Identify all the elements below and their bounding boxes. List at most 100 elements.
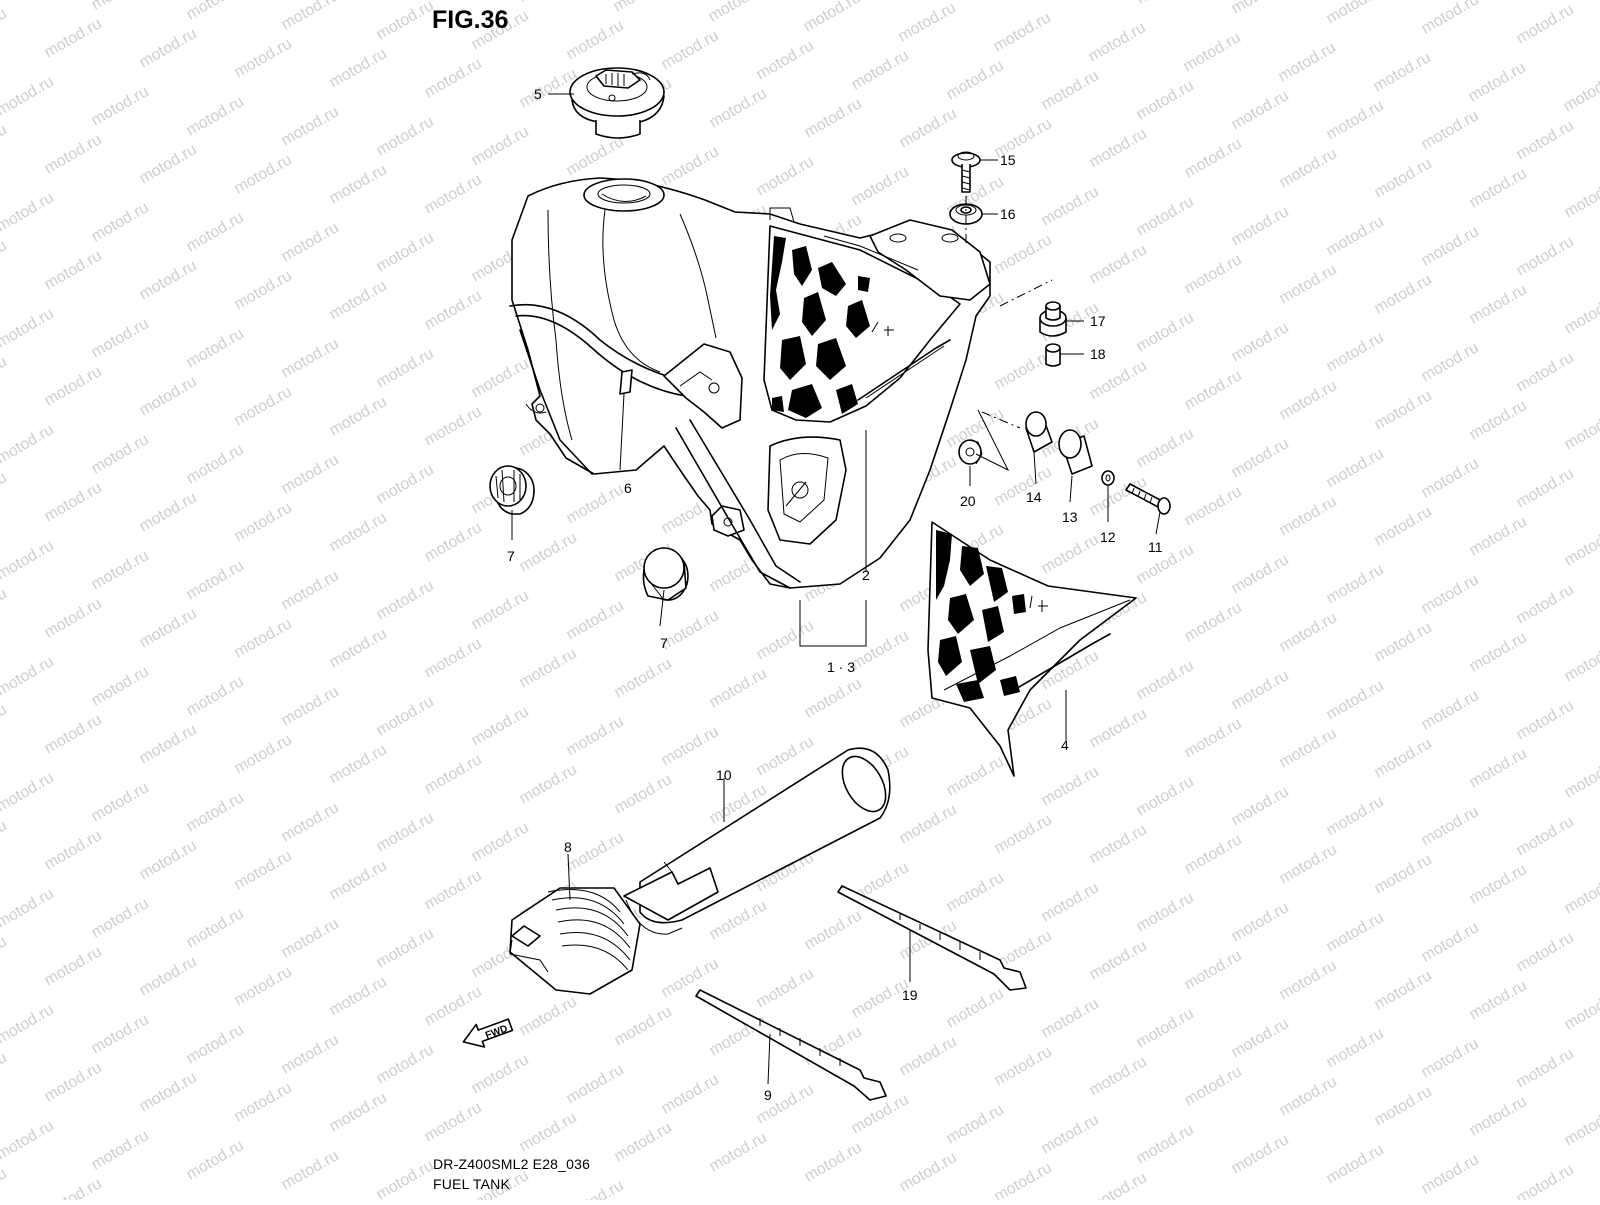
watermark-text: motod.ru — [1087, 1169, 1150, 1200]
watermark-text: motod.ru — [89, 0, 152, 13]
watermark-text: motod.ru — [612, 771, 675, 817]
watermark-text: motod.ru — [1562, 175, 1600, 221]
watermark-text: motod.ru — [374, 1157, 437, 1200]
watermark-text: motod.ru — [327, 741, 390, 787]
watermark-text: motod.ru — [992, 231, 1055, 277]
watermark-text: motod.ru — [1514, 349, 1577, 395]
watermark-text: motod.ru — [89, 199, 152, 245]
watermark-text: motod.ru — [327, 277, 390, 323]
watermark-text: motod.ru — [0, 701, 10, 747]
watermark-text: motod.ru — [327, 509, 390, 555]
watermark-text: motod.ru — [279, 451, 342, 497]
watermark-text: motod.ru — [1134, 0, 1197, 7]
watermark-text: motod.ru — [564, 133, 627, 179]
watermark-text: motod.ru — [944, 985, 1007, 1031]
watermark-text: motod.ru — [0, 1165, 10, 1200]
watermark-text: motod.ru — [1562, 639, 1600, 685]
watermark-text: motod.ru — [327, 857, 390, 903]
watermark-text: motod.ru — [0, 421, 57, 467]
watermark-text: motod.ru — [0, 1049, 10, 1095]
watermark-text: motod.ru — [1134, 1121, 1197, 1167]
watermark-text: motod.ru — [802, 907, 865, 953]
watermark-text: motod.ru — [422, 403, 485, 449]
watermark-text: motod.ru — [42, 247, 105, 293]
watermark-text: motod.ru — [1419, 1035, 1482, 1081]
watermark-text: motod.ru — [1134, 773, 1197, 819]
watermark-text: motod.ru — [944, 869, 1007, 915]
watermark-text: motod.ru — [991, 9, 1054, 55]
watermark-text: motod.ru — [1419, 919, 1482, 965]
watermark-text: motod.ru — [1229, 667, 1292, 713]
watermark-text: motod.ru — [89, 779, 152, 825]
watermark-text: motod.ru — [1134, 309, 1197, 355]
watermark-text: motod.ru — [374, 461, 437, 507]
watermark-text: motod.ru — [42, 15, 105, 61]
watermark-text: motod.ru — [184, 0, 247, 23]
watermark-text: motod.ru — [279, 1147, 342, 1193]
watermark-text: motod.ru — [992, 1159, 1055, 1200]
watermark-text: motod.ru — [1419, 223, 1482, 269]
watermark-text: motod.ru — [1372, 735, 1435, 781]
watermark-text: motod.ru — [1562, 291, 1600, 337]
watermark-text: motod.ru — [1419, 107, 1482, 153]
watermark-text: motod.ru — [612, 1003, 675, 1049]
watermark-text: motod.ru — [374, 577, 437, 623]
callout-6: 6 — [624, 480, 632, 496]
watermark-text: motod.ru — [707, 897, 770, 943]
watermark-text: motod.ru — [897, 105, 960, 151]
part-collar-18 — [1046, 344, 1060, 366]
watermark-text: motod.ru — [184, 557, 247, 603]
watermark-text: motod.ru — [754, 37, 817, 83]
watermark-text: motod.ru — [1562, 523, 1600, 569]
watermark-text: motod.ru — [1419, 0, 1482, 37]
watermark-text: motod.ru — [0, 237, 10, 283]
watermark-text: motod.ru — [0, 817, 10, 863]
watermark-text: motod.ru — [374, 229, 437, 275]
callout-16: 16 — [1000, 206, 1016, 222]
watermark-text: motod.ru — [1134, 1005, 1197, 1051]
watermark-text: motod.ru — [944, 1101, 1007, 1147]
part-cushion-20 — [959, 440, 982, 464]
watermark-text: motod.ru — [1514, 1, 1577, 47]
watermark-text: motod.ru — [42, 131, 105, 177]
part-cushion-17 — [1040, 302, 1066, 336]
watermark-text: motod.ru — [897, 1149, 960, 1195]
callout-11: 11 — [1148, 539, 1163, 555]
watermark-text: motod.ru — [279, 799, 342, 845]
watermark-text: motod.ru — [1229, 899, 1292, 945]
callout-5: 5 — [534, 86, 542, 102]
watermark-text: motod.ru — [42, 943, 105, 989]
watermark-text: motod.ru — [1229, 1131, 1292, 1177]
watermark-text: motod.ru — [1229, 0, 1292, 17]
watermark-text: motod.ru — [802, 1139, 865, 1185]
watermark-text: motod.ru — [279, 0, 342, 33]
watermark-text: motod.ru — [754, 153, 817, 199]
watermark-text: motod.ru — [1419, 339, 1482, 385]
watermark-text: motod.ru — [1324, 445, 1387, 491]
watermark-text: motod.ru — [517, 993, 580, 1039]
watermark-text: motod.ru — [374, 1041, 437, 1087]
watermark-text: motod.ru — [42, 479, 105, 525]
watermark-text: motod.ru — [232, 499, 295, 545]
watermark-text: motod.ru — [1087, 125, 1150, 171]
watermark-text: motod.ru — [992, 811, 1055, 857]
watermark-text: motod.ru — [611, 0, 674, 15]
watermark-text: motod.ru — [279, 683, 342, 729]
watermark-text: motod.ru — [659, 1071, 722, 1117]
watermark-text: motod.ru — [1182, 135, 1245, 181]
callout-2: 2 — [862, 567, 870, 583]
watermark-text: motod.ru — [849, 627, 912, 673]
watermark-text: motod.ru — [1562, 407, 1600, 453]
watermark-text: motod.ru — [184, 325, 247, 371]
watermark-text: motod.ru — [0, 585, 10, 631]
watermark-text: motod.ru — [1514, 697, 1577, 743]
callout-13: 13 — [1062, 509, 1078, 525]
watermark-text: motod.ru — [1039, 67, 1102, 113]
part-cushion-b — [643, 548, 688, 600]
watermark-text: motod.ru — [42, 595, 105, 641]
watermark-text: motod.ru — [1372, 1083, 1435, 1129]
model-code: DR-Z400SML2 E28_036 — [433, 1156, 590, 1172]
watermark-text: motod.ru — [1229, 203, 1292, 249]
watermark-text: motod.ru — [1182, 1063, 1245, 1109]
